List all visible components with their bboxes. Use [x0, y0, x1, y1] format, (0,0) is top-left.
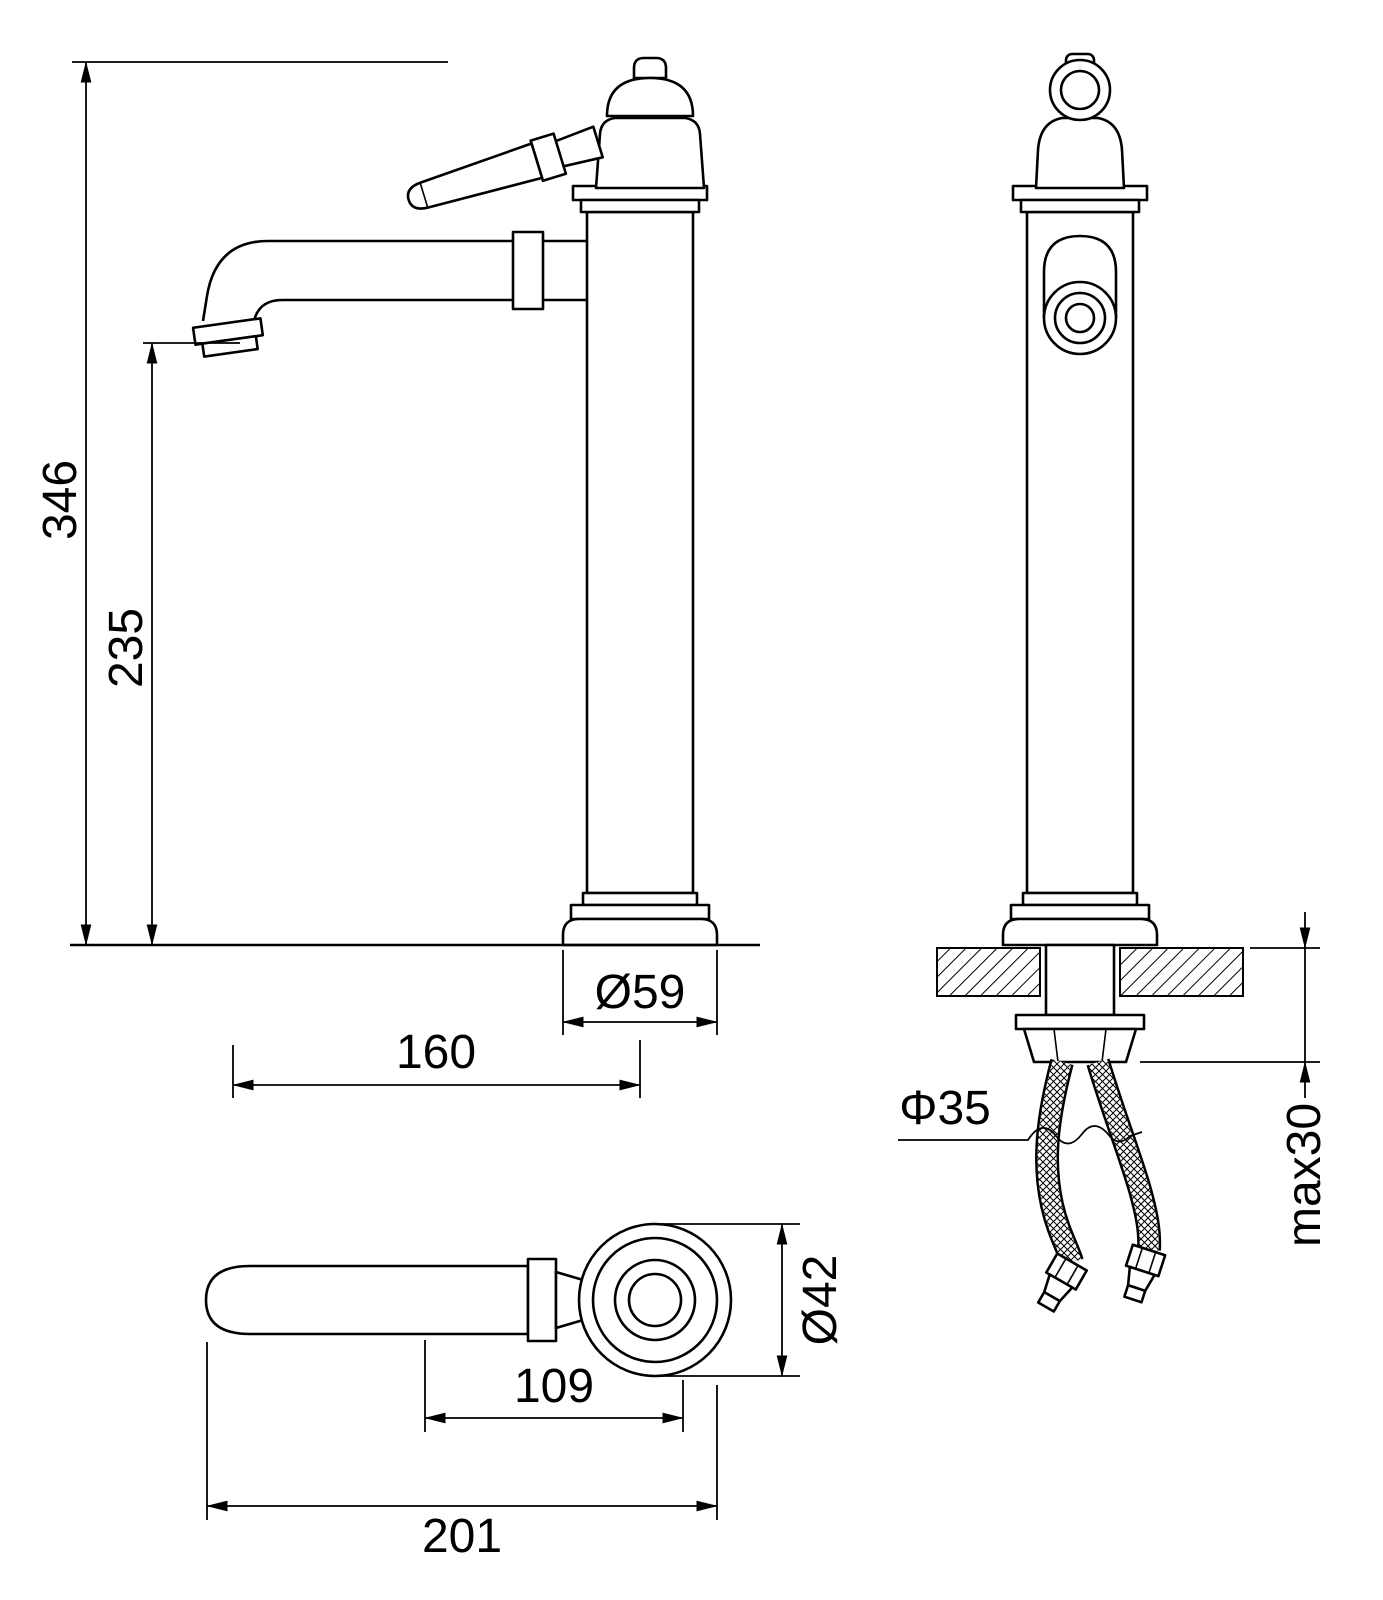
dim-label-base-diameter: Ø59 — [595, 966, 686, 1019]
lever-collar-top — [526, 1257, 558, 1343]
front-base-step — [1021, 891, 1139, 907]
front-view — [898, 52, 1244, 1313]
base-ring — [569, 903, 711, 921]
spout-side — [191, 230, 587, 358]
countertop-left — [936, 947, 1041, 997]
lever-handle-side — [406, 125, 604, 210]
spout-collar — [511, 230, 545, 311]
cap-dome — [605, 76, 695, 118]
hole-diameter-leader — [898, 1125, 1143, 1145]
dimensions: 346 235 Ø59 160 max30 Φ35 Ø42 109 — [34, 61, 1331, 1563]
dim-label-spout-height: 235 — [100, 608, 153, 688]
mounting-nut — [1022, 1027, 1138, 1064]
base-flange-side — [561, 917, 719, 947]
dim-label-counter-thickness: max30 — [1278, 1103, 1331, 1247]
side-view — [70, 56, 760, 947]
hub-body — [594, 116, 706, 190]
front-top-ring-lower — [1019, 198, 1141, 214]
spout-outlet — [191, 317, 265, 358]
hose-fitting-left — [1036, 1252, 1089, 1313]
lever-grip-top — [204, 1264, 530, 1336]
base-step — [581, 891, 699, 907]
base-flange-front — [1001, 917, 1159, 947]
top-view — [204, 1222, 733, 1378]
dim-label-overall-height: 346 — [34, 460, 87, 540]
countertop-right — [1119, 947, 1244, 997]
flex-hose-left — [1035, 1058, 1084, 1266]
hub-front — [1034, 116, 1126, 190]
mounting-washer — [1014, 1013, 1146, 1031]
aerator-core — [1064, 302, 1096, 334]
cap-circle-inner — [627, 1272, 683, 1328]
dim-label-hole-diameter: Φ35 — [899, 1082, 991, 1135]
lever-grip — [406, 142, 544, 210]
dim-label-handle-length: 109 — [514, 1360, 594, 1413]
dim-label-overall-length: 201 — [422, 1510, 502, 1563]
dim-label-body-diameter: Ø42 — [794, 1255, 847, 1346]
dim-label-spout-reach: 160 — [396, 1026, 476, 1079]
flex-hose-right — [1086, 1058, 1162, 1251]
handle-hub-side — [594, 56, 706, 190]
top-ring-lower — [579, 198, 701, 214]
hose-fitting-right — [1123, 1243, 1167, 1304]
front-base-ring — [1009, 903, 1151, 921]
spout-front — [1042, 234, 1118, 356]
mounting-shank — [1044, 943, 1116, 1017]
cap-button — [632, 56, 668, 80]
lever-end-inner — [1059, 69, 1101, 111]
handle-front — [1034, 52, 1126, 190]
faucet-body-side — [585, 210, 695, 895]
